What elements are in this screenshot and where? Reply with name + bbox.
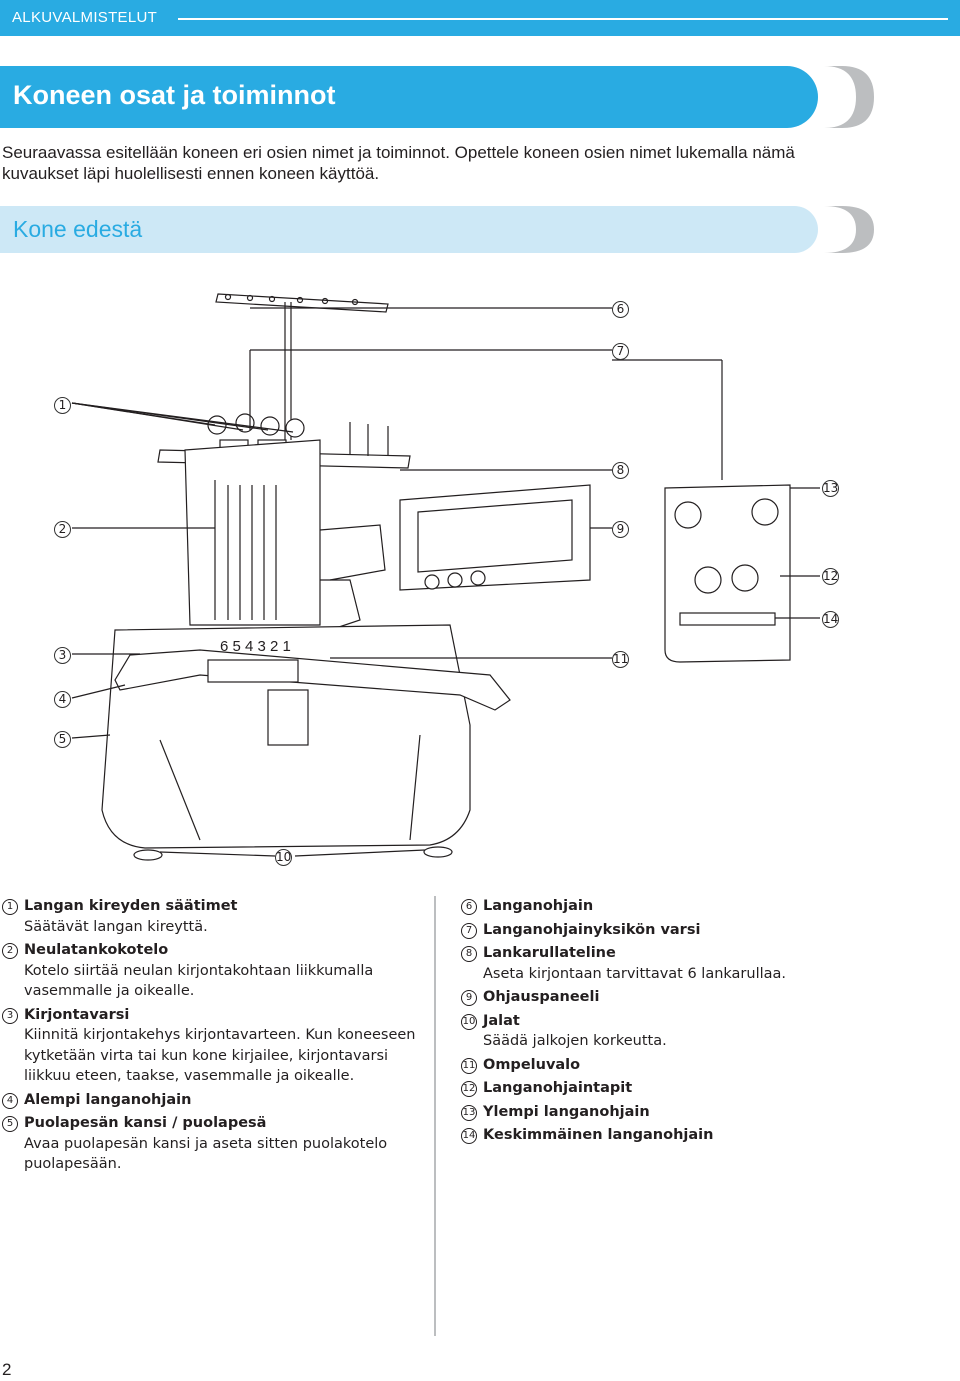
header-rule [178,18,948,20]
legend-item: 6 Langanohjain [461,896,931,917]
legend-item: 12 Langanohjaintapit [461,1078,931,1099]
legend-desc: Säätävät langan kireyttä. [24,918,208,935]
legend-term: Puolapesän kansi / puolapesä [24,1115,267,1131]
legend-number: 9 [461,990,477,1006]
legend-desc: Kiinnitä kirjontakehys kirjontavarteen. … [24,1027,416,1084]
legend-item: 14 Keskimmäinen langanohjain [461,1125,931,1146]
callout-6: 6 [612,301,629,318]
legend-item: 11 Ompeluvalo [461,1055,931,1076]
callout-10: 10 [275,849,292,866]
title-bar: Koneen osat ja toiminnot [0,66,818,128]
legend-number: 11 [461,1057,477,1074]
subtitle-bar: Kone edestä [0,206,818,253]
legend-right: 6 Langanohjain 7 Langanohjainyksikön varsi… [461,896,931,1149]
callout-5: 5 [54,731,71,748]
legend-term: Kirjontavarsi [24,1006,130,1023]
section-name: ALKUVALMISTELUT [12,9,158,26]
legend-term: Neulatankokotelo [24,942,169,958]
callout-13: 13 [822,480,839,497]
page-title: Koneen osat ja toiminnot [13,80,336,110]
intro-text: Seuraavassa esitellään koneen eri osien … [2,143,795,183]
legend-number: 2 [2,943,18,959]
legend-desc: Säädä jalkojen korkeutta. [483,1033,667,1049]
legend-item: 7 Langanohjainyksikön varsi [461,920,931,941]
page-number: 2 [2,1360,12,1379]
callout-3: 3 [54,647,71,664]
legend-number: 5 [2,1116,18,1132]
legend-number: 8 [461,946,477,962]
legend-item: 9 Ohjauspaneeli [461,987,931,1008]
legend-term: Langanohjaintapit [483,1080,633,1096]
legend-number: 1 [2,899,18,915]
section-header-bar: ALKUVALMISTELUT [0,0,960,36]
chevron-icon [824,66,874,128]
needle-numbers: 6 5 4 3 2 1 [220,638,291,655]
callout-2: 2 [54,521,71,538]
legend-number: 3 [2,1007,18,1024]
callout-4: 4 [54,691,71,708]
machine-diagram: 6 5 4 3 2 1 [71,293,820,861]
legend-item: 13 Ylempi langanohjain [461,1102,931,1123]
legend-desc: Avaa puolapesän kansi ja aseta sitten pu… [24,1135,388,1173]
legend-term: Ohjauspaneeli [483,989,600,1005]
legend-term: Lankarullateline [483,945,616,961]
callout-14: 14 [822,611,839,628]
column-divider [434,896,436,1336]
legend-term: Langanohjain [483,898,594,914]
callout-9: 9 [612,521,629,538]
legend-desc: Aseta kirjontaan tarvittavat 6 lankarull… [483,965,787,982]
legend-term: Alempi langanohjain [24,1091,192,1108]
callout-7: 7 [612,343,629,360]
legend-number: 6 [461,899,477,915]
legend-term: Langanohjainyksikön varsi [483,921,701,938]
callout-11: 11 [612,651,629,668]
callout-1: 1 [54,397,71,414]
legend-number: 10 [461,1013,477,1030]
legend-number: 7 [461,922,477,939]
legend-item: 4 Alempi langanohjain [2,1090,417,1111]
legend-number: 4 [2,1092,18,1109]
legend-number: 13 [461,1104,477,1121]
legend-term: Ompeluvalo [483,1056,581,1073]
chevron-icon [824,206,874,253]
callout-12: 12 [822,568,839,585]
legend-desc: Kotelo siirtää neulan kirjontakohtaan li… [24,962,374,1000]
callout-8: 8 [612,462,629,479]
legend-term: Ylempi langanohjain [483,1103,650,1120]
subsection-title: Kone edestä [13,216,143,242]
legend-term: Jalat [483,1012,520,1029]
legend-number: 12 [461,1081,477,1097]
legend-term: Langan kireyden säätimet [24,898,238,914]
legend-term: Keskimmäinen langanohjain [483,1127,714,1143]
legend-number: 14 [461,1128,477,1144]
